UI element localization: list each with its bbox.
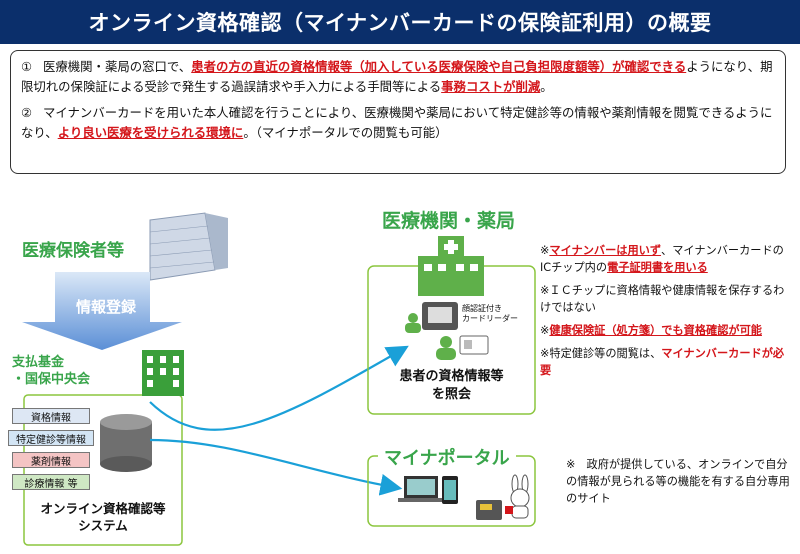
highlight-text: より良い医療を受けられる環境に (57, 125, 244, 140)
arrow-to-hospital (149, 345, 409, 431)
note-text: 、マイナンバーカードのICチップ内の (540, 244, 784, 274)
highlight-text: 事務コストが削減 (441, 79, 541, 94)
funds-building-icon (142, 350, 184, 396)
insurers-label: 医療保険者等 (22, 241, 124, 261)
data-label-checkup: 特定健診等情報 (8, 430, 94, 446)
note-highlight: マイナンバーカードが必要 (540, 347, 785, 377)
point-text: マイナンバーカードを用いた本人確認を行うことにより、医療機関や薬局において特定健… (21, 105, 773, 140)
system-label: オンライン資格確認等 システム (40, 501, 166, 533)
point-text: 。（マイナポータルでの閲覧も可能） (243, 125, 448, 140)
card-reader-icon (405, 302, 458, 333)
point-number: ① (21, 59, 33, 74)
card-reader-label: 顔認証付き カードリーダー (462, 304, 518, 323)
note-3: ※健康保険証（処方箋）でも資格確認が可能 (540, 322, 792, 339)
funds-label: 支払基金 ・国保中央会 (12, 355, 91, 387)
hospital-icon (418, 236, 484, 296)
down-arrow (22, 272, 182, 350)
note-highlight: 健康保険証（処方箋）でも資格確認が可能 (549, 324, 762, 337)
hospital-notes: ※マイナンバーは用いず、マイナンバーカードのICチップ内の電子証明書を用いる ※… (540, 242, 792, 379)
arrow-to-portal (149, 438, 403, 496)
note-prefix: ※ (540, 244, 550, 257)
laptop-icon (398, 476, 444, 502)
note-4: ※特定健診等の閲覧は、マイナンバーカードが必要 (540, 345, 792, 379)
portal-note: ※ 政府が提供している、オンラインで自分の情報が見られる等の機能を有する自分専用… (566, 458, 790, 505)
hospital-caption: 患者の資格情報等 を照会 (399, 369, 504, 402)
note-prefix: ※ (540, 347, 550, 360)
note-prefix: ※ (540, 324, 550, 337)
point-number: ② (21, 105, 33, 120)
mascot-icon (505, 474, 530, 519)
portal-heading: マイナポータル (378, 444, 516, 470)
data-label-medication: 薬剤情報 (12, 452, 90, 468)
note-prefix: ※ (540, 284, 550, 297)
note-2: ※ＩＣチップに資格情報や健康情報を保存するわけではない (540, 282, 792, 316)
system-frame (23, 394, 183, 546)
smartphone-icon (442, 476, 458, 504)
data-label-eligibility: 資格情報 (12, 408, 90, 424)
note-1: ※マイナンバーは用いず、マイナンバーカードのICチップ内の電子証明書を用いる (540, 242, 792, 276)
note-highlight: 電子証明書を用いる (607, 261, 708, 274)
device-icon (476, 500, 502, 520)
insurer-building-icon (149, 212, 228, 281)
note-text: 特定健診等の閲覧は、 (549, 347, 662, 360)
summary-box: ① 医療機関・薬局の窓口で、患者の方の直近の資格情報等（加入している医療保険や自己… (10, 50, 786, 174)
highlight-text: 患者の方の直近の資格情報等（加入している医療保険や自己負担限度額等）が確認できる (191, 59, 687, 74)
note-text: ＩＣチップに資格情報や健康情報を保存するわけではない (540, 284, 785, 314)
database-icon (100, 414, 152, 472)
data-label-treatment: 診療情報 等 (12, 474, 90, 490)
point-text: 医療機関・薬局の窓口で、 (43, 59, 192, 74)
register-arrow-label: 情報登録 (76, 298, 137, 316)
id-card-icon (436, 335, 489, 360)
summary-point-1: ① 医療機関・薬局の窓口で、患者の方の直近の資格情報等（加入している医療保険や自己… (21, 57, 775, 97)
point-text: ようになり、期限切れの保険証による受診で発生する過誤請求や手入力による手間等によ… (21, 59, 773, 94)
hospital-heading: 医療機関・薬局 (382, 210, 516, 232)
note-highlight: マイナンバーは用いず (549, 244, 662, 257)
point-text: 。 (540, 79, 553, 94)
page-title: オンライン資格確認（マイナンバーカードの保険証利用）の概要 (0, 0, 800, 44)
